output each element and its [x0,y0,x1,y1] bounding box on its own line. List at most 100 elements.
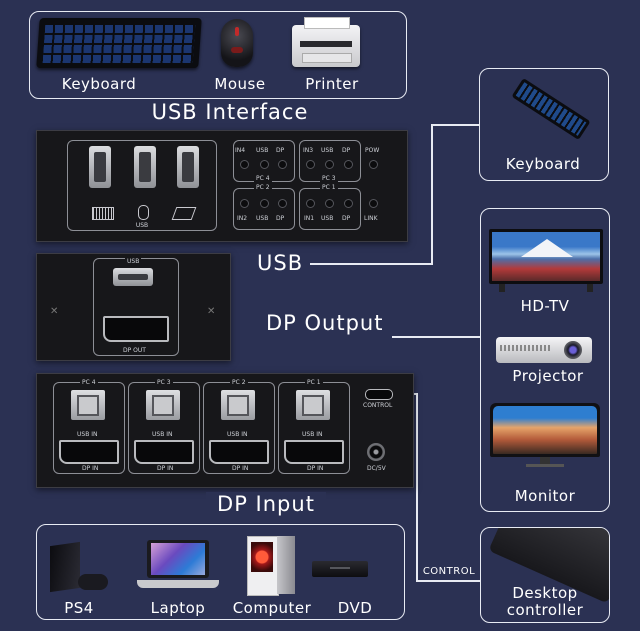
pc4-usb-label: USB [256,147,269,154]
dp-output-connector-line [392,336,480,338]
pc3-usb-label: USB [321,147,334,154]
pc1-dp-in-port [284,440,344,464]
usb-port-3 [177,146,199,188]
pc2-dp-label: DP [276,215,285,222]
displays-box [480,208,610,512]
control-connector-label: CONTROL [422,566,476,577]
kvm-output-panel: USB DP OUT ✕ ✕ [36,253,231,361]
pc4-input-label: PC 4 [80,379,98,386]
control-connector-vertical [416,393,418,581]
pc4-name-label: PC 4 [254,175,272,182]
pc3-input-label: PC 3 [155,379,173,386]
ps4-image [46,541,112,593]
monitor-label: Monitor [514,487,576,505]
pc4-usb-in-label: USB IN [77,431,98,438]
pc2-dp-in-label: DP IN [230,465,251,472]
usb-ports-frame [67,140,217,231]
pc4-dp-in-label: DP IN [80,465,101,472]
pc1-button-frame [299,188,361,230]
output-usb-port [113,268,153,286]
hdtv-image [489,229,603,292]
usb-ports-label: USB [135,222,149,229]
pc2-input-label: PC 2 [230,379,248,386]
usb-title: USB [257,251,304,275]
pc3-usb-in-port [146,390,180,420]
kvm-input-panel: PC 4 USB IN DP IN PC 3 USB IN DP IN PC 2… [36,373,414,488]
pc4-in-led [240,160,249,169]
pc1-usb-label: USB [321,215,334,222]
dp-output-title: DP Output [266,311,392,335]
pc3-dp-in-port [134,440,194,464]
pc3-usb-led [325,160,334,169]
desktop-controller-box [480,527,610,623]
keyboard-connector-horizontal [431,124,479,126]
pc1-dp-in-label: DP IN [305,465,326,472]
printer-image [292,17,360,67]
link-label: LINK [364,215,378,222]
pow-label: POW [365,147,380,154]
pc4-dp-label: DP [276,147,285,154]
computer-image [245,536,299,596]
pc2-usb-in-port [221,390,255,420]
pc3-dp-label: DP [342,147,351,154]
keyboard-image [36,18,202,68]
right-keyboard-box [479,68,609,181]
monitor-image [490,403,600,467]
right-keyboard-image [509,77,591,141]
pc3-name-label: PC 3 [320,175,338,182]
pc1-in-led [306,199,315,208]
mouse-image [221,19,253,67]
pc1-dp-led [344,199,353,208]
control-port [365,389,393,400]
pc1-in-label: IN1 [304,215,315,222]
pc4-usb-led [260,160,269,169]
link-led [369,199,378,208]
dvd-image [312,561,368,577]
pc2-dp-led [278,199,287,208]
dc-power-label: DC/5V [367,465,386,472]
pc2-usb-label: USB [256,215,269,222]
usb-interface-title: USB Interface [140,100,320,124]
right-keyboard-label: Keyboard [505,155,581,173]
pc2-button-frame [233,188,295,230]
laptop-image [135,540,221,592]
control-connector-bottom [416,580,480,582]
dvd-label: DVD [337,599,373,617]
pc3-in-led [306,160,315,169]
top-keyboard-label: Keyboard [61,75,137,93]
pc1-usb-in-label: USB IN [302,431,323,438]
mouse-port-icon [138,205,149,220]
mount-screw-left: ✕ [50,306,59,317]
output-usb-label: USB [125,258,142,265]
keyboard-port-icon [92,207,114,220]
usb-connector-line [310,263,432,265]
mount-screw-right: ✕ [207,306,216,317]
projector-label: Projector [512,367,584,385]
ps4-label: PS4 [64,599,94,617]
pc1-dp-label: DP [342,215,351,222]
pc2-in-led [240,199,249,208]
dp-out-port [103,316,169,342]
pc2-dp-in-port [209,440,269,464]
top-mouse-label: Mouse [214,75,266,93]
pc4-dp-in-port [59,440,119,464]
pc4-dp-led [278,160,287,169]
pc1-name-label: PC 1 [320,184,338,191]
pc2-name-label: PC 2 [254,184,272,191]
top-printer-label: Printer [305,75,359,93]
keyboard-connector-vertical [431,124,433,265]
pc2-usb-in-label: USB IN [227,431,248,438]
pc1-input-label: PC 1 [305,379,323,386]
usb-port-2 [134,146,156,188]
pc3-dp-in-label: DP IN [155,465,176,472]
computer-label: Computer [232,599,312,617]
pc4-in-label: IN4 [235,147,246,154]
pc3-in-label: IN3 [303,147,314,154]
usb-port-1 [89,146,111,188]
dp-input-title: DP Input [206,492,326,516]
pc1-usb-in-port [296,390,330,420]
control-port-label: CONTROL [363,402,393,409]
pc3-usb-in-label: USB IN [152,431,173,438]
pow-led [369,160,378,169]
pc2-in-label: IN2 [237,215,248,222]
